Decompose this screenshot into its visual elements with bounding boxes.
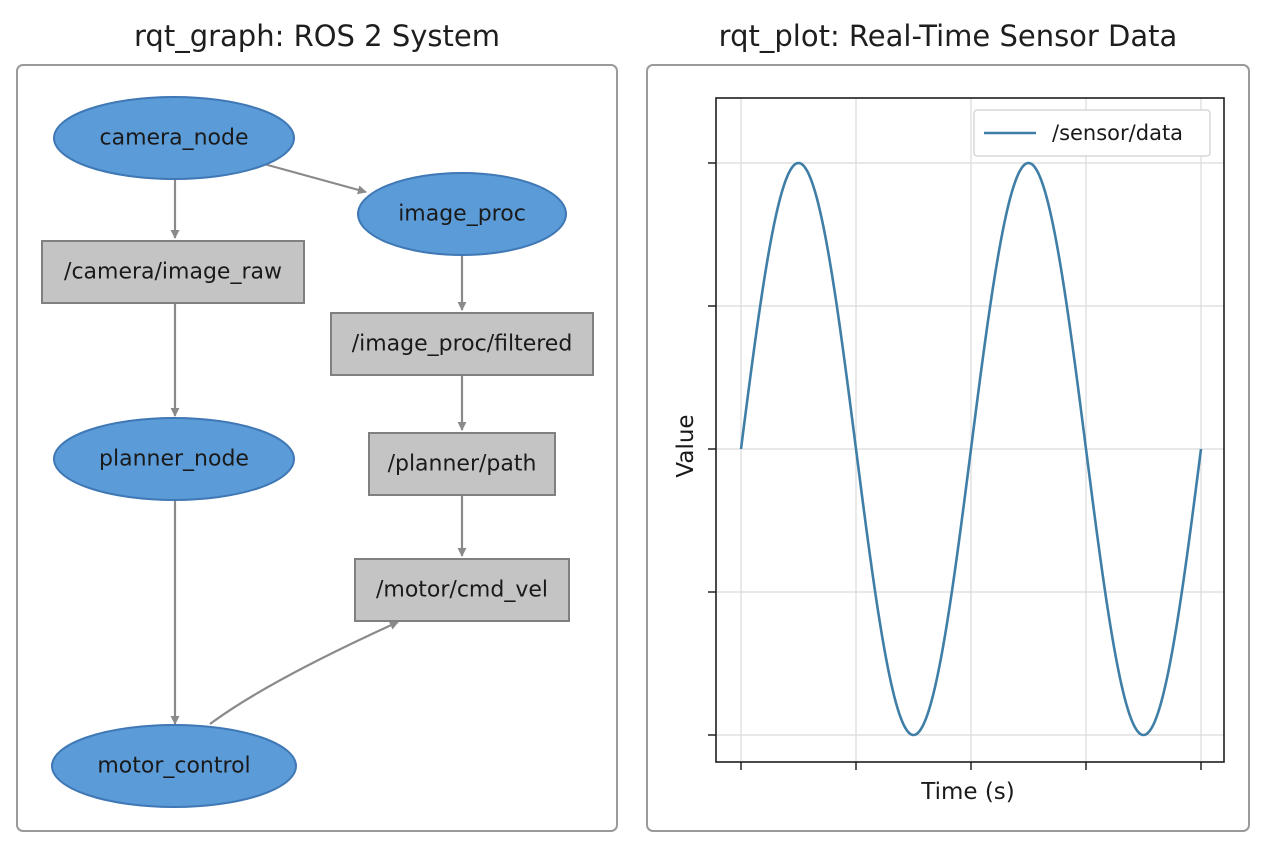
x-axis-label: Time (s) [920, 779, 1015, 805]
edge-camera-node-to-image-proc[interactable] [263, 162, 367, 195]
graph-node-camera-node[interactable]: camera_node [53, 96, 295, 180]
graph-topic-image-proc-filtered[interactable]: /image_proc/filtered [330, 312, 594, 376]
plot-panel-title: rqt_plot: Real-Time Sensor Data [718, 19, 1178, 53]
plot-ticks [708, 162, 1202, 770]
graph-topic-camera-image-raw[interactable]: /camera/image_raw [41, 240, 305, 304]
graph-edges [170, 162, 467, 725]
series-line-sensor-data [739, 161, 1203, 737]
rqt-plot-panel: /sensor/data Time (s) Value [646, 64, 1250, 832]
rqt-graph-panel: camera_node image_proc planner_node moto… [16, 64, 618, 832]
graph-node-label: image_proc [398, 202, 526, 227]
plot-legend[interactable]: /sensor/data [973, 109, 1211, 157]
legend-label: /sensor/data [1052, 121, 1183, 145]
plot-area[interactable] [715, 97, 1225, 763]
rqt-graph-canvas: camera_node image_proc planner_node moto… [41, 96, 594, 808]
graph-topic-label: /planner/path [388, 452, 537, 477]
rqt-plot-canvas: /sensor/data Time (s) Value [673, 97, 1225, 805]
graph-topic-label: /image_proc/filtered [352, 332, 573, 357]
graph-topic-motor-cmd-vel[interactable]: /motor/cmd_vel [354, 558, 570, 622]
plot-grid [716, 98, 1224, 762]
graph-node-motor-control[interactable]: motor_control [51, 724, 297, 808]
graph-topic-label: /camera/image_raw [64, 260, 282, 285]
graph-topic-planner-path[interactable]: /planner/path [368, 432, 556, 496]
graph-panel-title: rqt_graph: ROS 2 System [134, 19, 500, 53]
graph-node-label: camera_node [100, 126, 249, 151]
y-axis-label: Value [673, 414, 699, 477]
graph-node-label: motor_control [97, 754, 250, 779]
graph-topic-label: /motor/cmd_vel [376, 578, 548, 603]
graph-node-image-proc[interactable]: image_proc [357, 172, 567, 256]
graph-node-label: planner_node [99, 447, 249, 472]
graph-node-planner-node[interactable]: planner_node [53, 417, 295, 501]
edge-motor-control-to-motor-cmd-vel[interactable] [209, 620, 399, 725]
